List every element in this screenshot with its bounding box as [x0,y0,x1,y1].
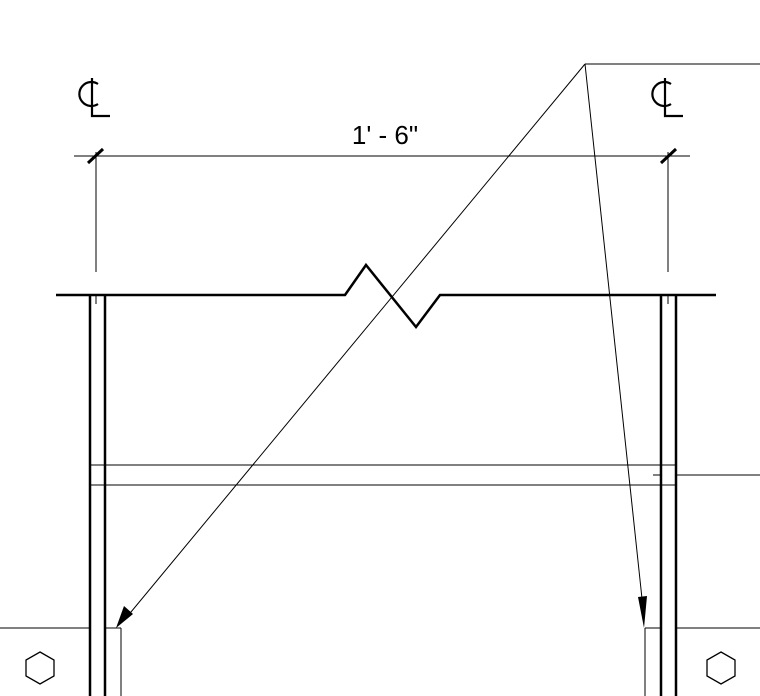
bolt-hex-icon-left [25,651,55,685]
right-member [659,295,678,696]
break-line [56,262,716,330]
dimension-line [74,147,690,272]
bolt-hex-icon-right [706,651,736,685]
leader-arrowhead-right [638,596,647,628]
base-plate-right [644,627,760,696]
horizontal-plate [90,464,760,486]
left-member [88,295,107,696]
dimension-label: 1' - 6" [352,120,418,150]
centerline-symbol-left [78,78,110,118]
leader-lines [116,63,760,628]
base-plate-left [0,627,122,696]
centerline-symbol-right [651,78,683,118]
leader-arrowhead-left [116,606,133,628]
